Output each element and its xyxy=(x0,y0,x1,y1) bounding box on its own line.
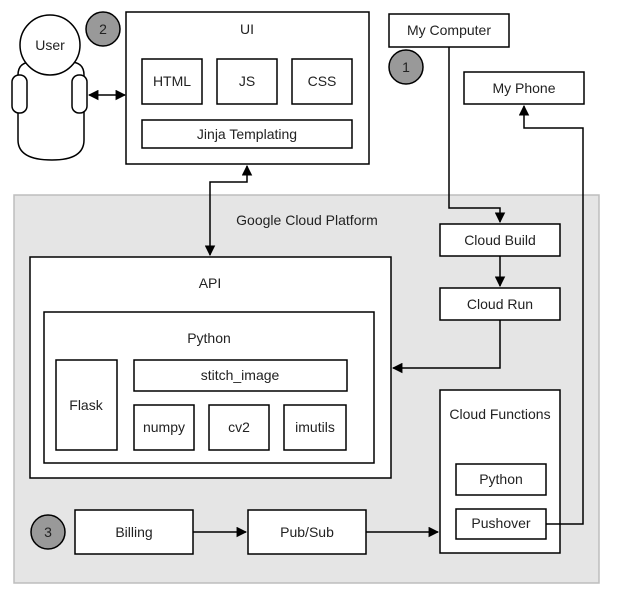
billing-box xyxy=(74,509,194,555)
cv2-label: cv2 xyxy=(228,419,250,435)
flask-box xyxy=(55,359,118,451)
css-box xyxy=(291,58,353,105)
html-label: HTML xyxy=(153,73,191,89)
pubsub-label: Pub/Sub xyxy=(280,524,334,540)
numpy-box xyxy=(133,404,195,451)
connector-ui-api xyxy=(204,164,253,257)
step-badge-1: 1 xyxy=(388,49,424,85)
gcp-region-label: Google Cloud Platform xyxy=(236,212,378,228)
pushover-label: Pushover xyxy=(471,515,530,531)
ui-box: UI HTML JS CSS Jinja Templating xyxy=(125,11,370,165)
user-actor: User xyxy=(11,14,88,161)
imutils-label: imutils xyxy=(295,419,335,435)
step-badge-3: 3 xyxy=(30,514,66,550)
imutils-box xyxy=(283,404,347,451)
js-box xyxy=(216,58,278,105)
cloud-run-box xyxy=(439,287,561,321)
numpy-label: numpy xyxy=(143,419,185,435)
cloud-functions-title: Cloud Functions xyxy=(449,406,550,422)
pubsub-box xyxy=(247,509,367,555)
user-left-arm xyxy=(11,74,28,114)
connector-computer-cloudbuild xyxy=(448,47,506,224)
stitch-image-box xyxy=(133,359,348,392)
connector-pushover-phone xyxy=(518,104,584,525)
step-badge-2-label: 2 xyxy=(99,21,107,37)
connector-cloudrun-api xyxy=(391,320,501,374)
step-badge-1-label: 1 xyxy=(402,59,410,75)
cloud-run-label: Cloud Run xyxy=(467,296,533,312)
cloud-functions-box: Cloud Functions Python Pushover xyxy=(439,389,561,554)
cloud-build-label: Cloud Build xyxy=(464,232,536,248)
step-badge-3-label: 3 xyxy=(44,524,52,540)
user-right-arm xyxy=(71,74,88,114)
cf-python-label: Python xyxy=(479,471,523,487)
flask-label: Flask xyxy=(69,397,103,413)
ui-title: UI xyxy=(240,21,254,37)
my-computer-label: My Computer xyxy=(407,22,491,38)
html-box xyxy=(141,58,203,105)
jinja-templating-label: Jinja Templating xyxy=(197,126,297,142)
stitch-image-label: stitch_image xyxy=(201,367,280,383)
user-label: User xyxy=(35,37,65,53)
billing-label: Billing xyxy=(115,524,152,540)
cf-python-box xyxy=(455,463,547,496)
my-phone-box xyxy=(463,71,585,105)
my-phone-label: My Phone xyxy=(492,80,555,96)
python-title: Python xyxy=(187,330,231,346)
jinja-templating-box xyxy=(141,119,353,149)
step-badge-2: 2 xyxy=(85,11,121,47)
js-label: JS xyxy=(239,73,255,89)
api-box: API Python Flask stitch_image numpy cv2 … xyxy=(29,256,392,479)
css-label: CSS xyxy=(308,73,337,89)
cv2-box xyxy=(208,404,270,451)
user-head xyxy=(19,14,81,76)
api-title: API xyxy=(199,275,222,291)
